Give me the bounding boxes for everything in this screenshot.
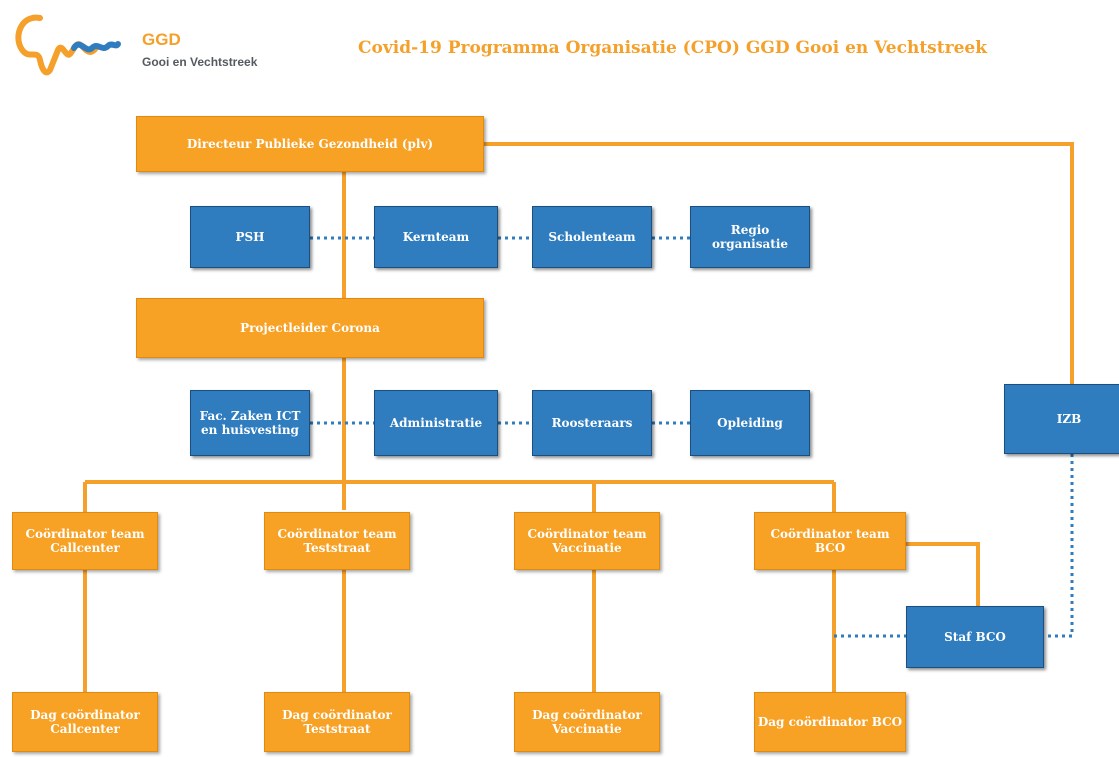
page-title: Covid-19 Programma Organisatie (CPO) GGD… <box>358 38 987 58</box>
box-opleiding: Opleiding <box>690 390 810 456</box>
logo-subtitle: Gooi en Vechtstreek <box>142 55 258 69</box>
ggd-wave-icon <box>15 14 121 76</box>
dotted-izb-staf <box>1044 454 1074 638</box>
box-izb: IZB <box>1004 384 1119 454</box>
box-coordinator-vaccinatie: Coördinator team Vaccinatie <box>514 512 660 570</box>
ggd-logo <box>10 10 270 80</box>
box-scholenteam: Scholenteam <box>532 206 652 268</box>
box-kernteam: Kernteam <box>374 206 498 268</box>
logo-name: GGD <box>142 30 181 49</box>
box-coordinator-bco: Coördinator team BCO <box>754 512 906 570</box>
box-staf-bco: Staf BCO <box>906 606 1044 668</box>
izb-connector <box>484 142 1074 384</box>
box-administratie: Administratie <box>374 390 498 456</box>
box-regio-organisatie: Regio organisatie <box>690 206 810 268</box>
box-directeur: Directeur Publieke Gezondheid (plv) <box>136 116 484 172</box>
box-projectleider: Projectleider Corona <box>136 298 484 358</box>
box-dag-vaccinatie: Dag coördinator Vaccinatie <box>514 692 660 752</box>
box-dag-callcenter: Dag coördinator Callcenter <box>12 692 158 752</box>
box-roosteraars: Roosteraars <box>532 390 652 456</box>
staf-connector <box>906 542 980 606</box>
box-psh: PSH <box>190 206 310 268</box>
box-fac-zaken: Fac. Zaken ICT en huisvesting <box>190 390 310 456</box>
box-coordinator-callcenter: Coördinator team Callcenter <box>12 512 158 570</box>
box-dag-teststraat: Dag coördinator Teststraat <box>264 692 410 752</box>
box-coordinator-teststraat: Coördinator team Teststraat <box>264 512 410 570</box>
box-dag-bco: Dag coördinator BCO <box>754 692 906 752</box>
